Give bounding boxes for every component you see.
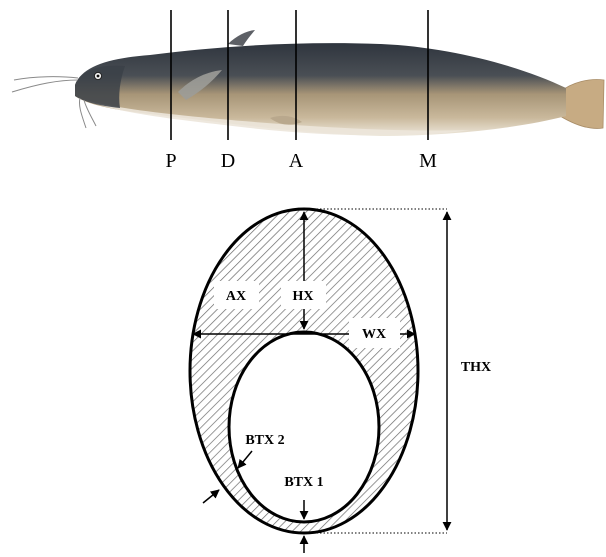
fish-head [75,66,125,108]
section-label-m: M [419,150,437,172]
catfish-image [12,30,604,136]
section-label-a: A [289,150,304,172]
tail-fin [560,80,604,129]
dorsal-fin [228,30,255,46]
btx2-label: BTX 2 [245,433,284,448]
btx1-label: BTX 1 [284,475,323,490]
thx-label: THX [461,360,491,375]
fish-body [75,43,566,136]
cross-section: AX HX WX THX BTX 2 BTX 1 [190,209,491,553]
btx2-arrow-outer [203,490,219,503]
wx-label: WX [362,327,386,342]
ax-label: AX [226,289,246,304]
section-label-p: P [165,150,176,172]
hx-label: HX [293,289,314,304]
inner-ellipse [229,332,379,522]
section-label-d: D [221,150,235,172]
